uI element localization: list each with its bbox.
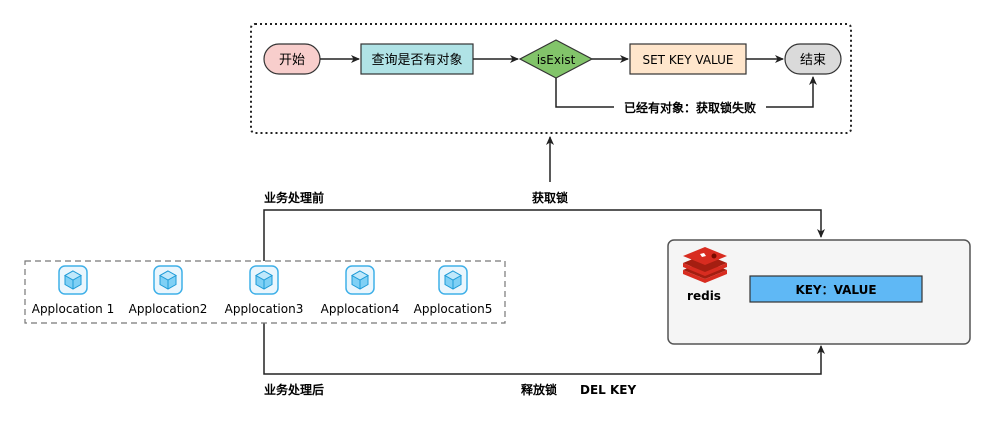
acquire-label: 获取锁 bbox=[531, 190, 568, 205]
key-value-box: KEY：VALUE bbox=[749, 275, 923, 303]
flow-frame bbox=[250, 23, 852, 134]
cube-icon bbox=[249, 265, 279, 295]
decision-label: isExist bbox=[537, 53, 576, 67]
query-node: 查询是否有对象 bbox=[360, 43, 474, 75]
arrow-after bbox=[263, 323, 825, 375]
application-label: Applocation4 bbox=[321, 302, 400, 316]
set-label: SET KEY VALUE bbox=[642, 53, 733, 67]
redis-stack-icon bbox=[683, 247, 727, 283]
start-label: 开始 bbox=[279, 53, 305, 68]
redis-logo: redis bbox=[683, 247, 727, 303]
application-label: Applocation 1 bbox=[32, 302, 115, 316]
after-label: 业务处理后 bbox=[264, 382, 324, 397]
before-label: 业务处理前 bbox=[264, 190, 324, 205]
application-node: Applocation 1 bbox=[32, 265, 115, 316]
application-node: Applocation2 bbox=[129, 265, 208, 316]
application-node: Applocation3 bbox=[225, 265, 304, 316]
cube-icon bbox=[58, 265, 88, 295]
start-node: 开始 bbox=[263, 43, 321, 75]
application-node: Applocation5 bbox=[414, 265, 493, 316]
set-node: SET KEY VALUE bbox=[629, 43, 747, 75]
redis-logo-text: redis bbox=[687, 289, 721, 303]
query-label: 查询是否有对象 bbox=[371, 53, 462, 68]
cube-icon bbox=[438, 265, 468, 295]
application-label: Applocation3 bbox=[225, 302, 304, 316]
del-key-label: DEL KEY bbox=[580, 383, 636, 397]
end-node: 结束 bbox=[784, 43, 842, 75]
application-label: Applocation2 bbox=[129, 302, 208, 316]
fail-label: 已经有对象：获取锁失败 bbox=[624, 100, 756, 115]
application-node: Applocation4 bbox=[321, 265, 400, 316]
decision-node: isExist bbox=[518, 39, 594, 79]
arrow-before bbox=[263, 209, 825, 261]
cube-icon bbox=[345, 265, 375, 295]
end-label: 结束 bbox=[800, 53, 826, 68]
key-value-label: KEY：VALUE bbox=[795, 283, 876, 297]
release-label: 释放锁 bbox=[521, 382, 557, 397]
cube-icon bbox=[153, 265, 183, 295]
application-label: Applocation5 bbox=[414, 302, 493, 316]
